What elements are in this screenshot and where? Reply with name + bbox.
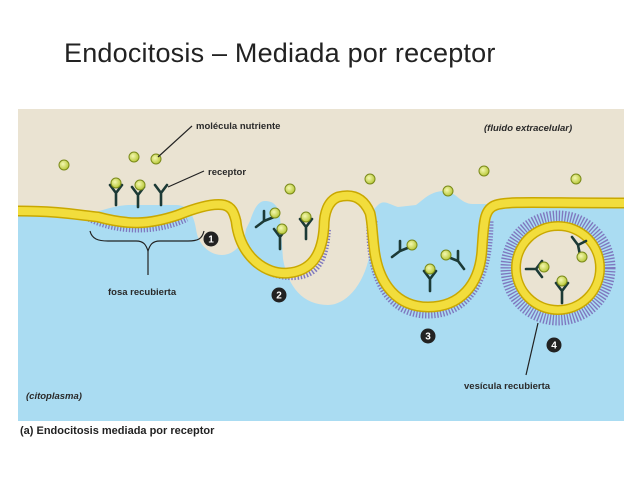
label-extracellular: (fluido extracelular) xyxy=(484,123,572,134)
svg-text:1: 1 xyxy=(208,235,214,246)
nutrient-molecule xyxy=(570,173,582,185)
nutrient-molecule xyxy=(478,165,490,177)
step-badge-2: 2 xyxy=(271,287,287,303)
label-coated-vesicle: vesícula recubierta xyxy=(464,381,551,392)
nutrient-group xyxy=(58,151,588,287)
step-badge-3: 3 xyxy=(420,328,436,344)
nutrient-molecule xyxy=(538,261,550,273)
nutrient-molecule xyxy=(134,179,146,191)
label-nutrient: molécula nutriente xyxy=(196,121,280,132)
leader-nutrient xyxy=(157,125,193,158)
extracellular-region xyxy=(18,109,624,305)
svg-text:4: 4 xyxy=(551,341,557,352)
slide-title: Endocitosis – Mediada por receptor xyxy=(64,38,496,68)
nutrient-molecule xyxy=(284,183,296,195)
svg-text:2: 2 xyxy=(276,291,282,302)
receptor-icon xyxy=(554,281,570,305)
nutrient-molecule xyxy=(556,275,568,287)
nutrient-molecule xyxy=(442,185,454,197)
nutrient-molecule xyxy=(58,159,70,171)
leader-vesicle xyxy=(525,322,539,376)
figure-caption: (a) Endocitosis mediada por receptor xyxy=(20,425,215,437)
coat-vesicle xyxy=(500,210,616,326)
nutrient-molecule xyxy=(576,251,588,263)
nutrient-molecule xyxy=(424,263,436,275)
plasma-membrane xyxy=(18,191,624,312)
svg-text:3: 3 xyxy=(425,332,431,343)
leader-lines xyxy=(89,125,539,376)
leader-receptor xyxy=(167,170,205,188)
label-receptor: receptor xyxy=(208,167,246,178)
step-badge-1: 1 xyxy=(203,231,219,247)
receptor-group xyxy=(108,183,588,305)
receptor-icon xyxy=(422,269,438,293)
nutrient-molecule xyxy=(300,211,312,223)
endocytosis-figure: molécula nutriente receptor (fluido extr… xyxy=(18,109,624,421)
label-coated-pit: fosa recubierta xyxy=(108,287,177,298)
receptor-icon xyxy=(153,183,169,207)
receptor-icon xyxy=(108,183,124,207)
step-badge-4: 4 xyxy=(546,337,562,353)
label-cytoplasm: (citoplasma) xyxy=(26,391,82,402)
nutrient-molecule xyxy=(276,223,288,235)
receptor-icon xyxy=(298,217,314,241)
nutrient-molecule xyxy=(406,239,418,251)
nutrient-molecule xyxy=(128,151,140,163)
endocytosis-diagram: molécula nutriente receptor (fluido extr… xyxy=(18,109,624,421)
nutrient-molecule xyxy=(364,173,376,185)
coated-vesicle xyxy=(512,222,604,314)
nutrient-molecule xyxy=(269,207,281,219)
nutrient-molecule xyxy=(110,177,122,189)
nutrient-molecule xyxy=(440,249,452,261)
